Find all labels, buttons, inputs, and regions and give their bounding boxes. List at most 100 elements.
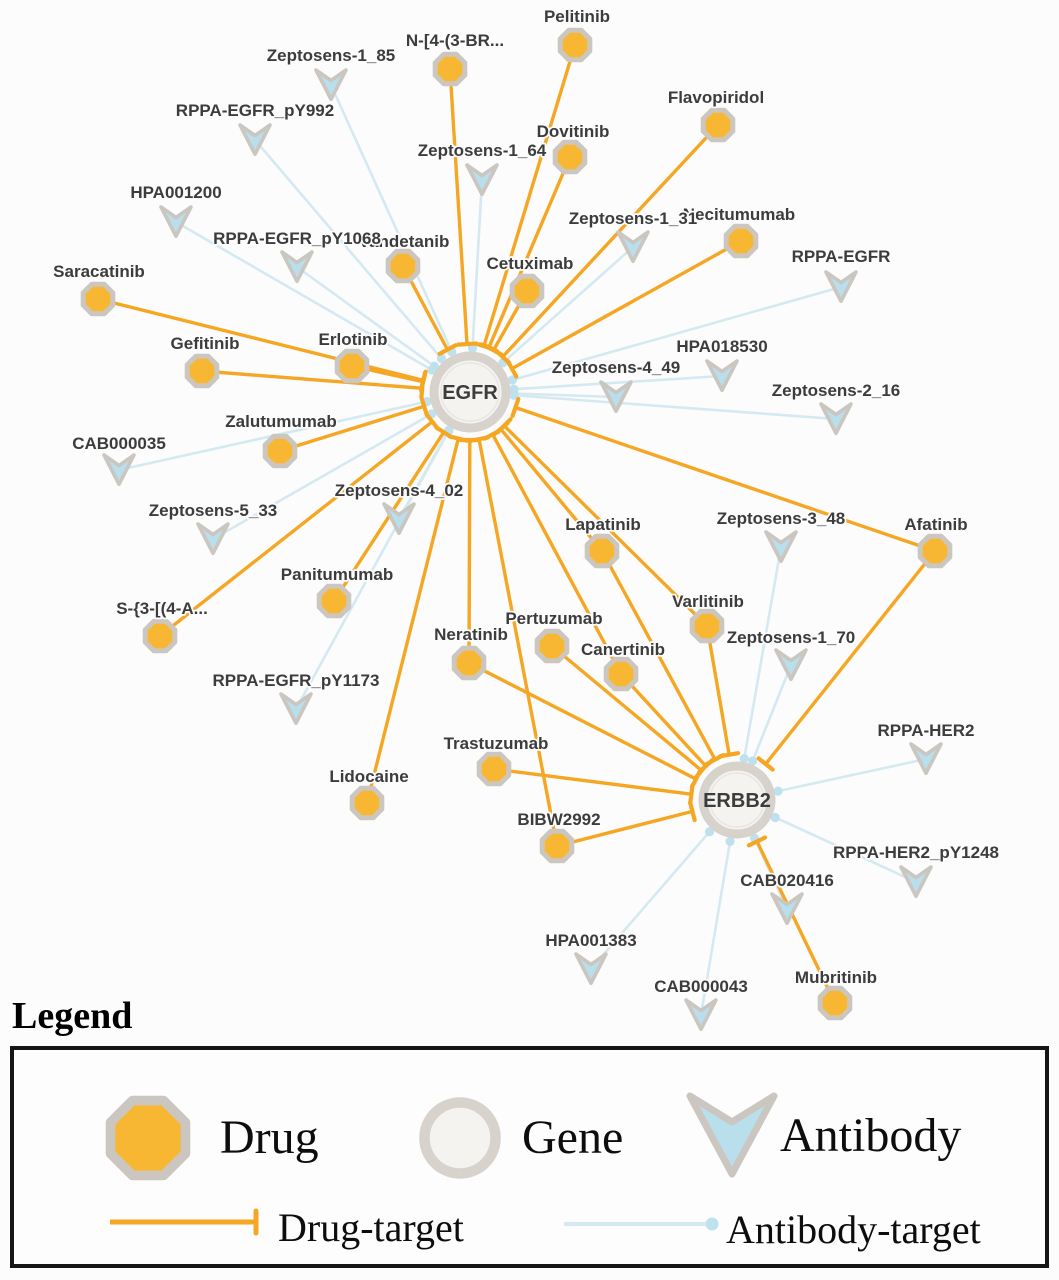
antibody-node-zeptosens-1-64[interactable] — [465, 163, 499, 197]
antibody-node-cab000043[interactable] — [684, 998, 718, 1032]
antibody-node-zeptosens-1-31[interactable] — [616, 230, 650, 264]
drug-target-edge-icon — [110, 1208, 259, 1236]
edge-tee-bar — [688, 800, 697, 823]
edge-antibody-rppa-egfr-egfr — [511, 285, 842, 382]
legend-label-antibody: Antibody — [780, 1109, 962, 1162]
antibody-chevron-icon — [238, 123, 272, 157]
node-label-cab000043: CAB000043 — [654, 977, 748, 996]
antibody-chevron-icon — [909, 742, 943, 776]
antibody-node-zeptosens-4-49[interactable] — [599, 380, 633, 414]
edge-endpoint-dot — [770, 812, 780, 823]
antibody-chevron-icon — [280, 250, 314, 284]
antibody-node-zeptosens-5-33[interactable] — [196, 522, 230, 556]
antibody-node-cab000035[interactable] — [102, 453, 136, 487]
gene-node-egfr[interactable] — [429, 351, 511, 433]
node-label-cab020416: CAB020416 — [740, 871, 834, 890]
edge-antibody-hpa001383-erbb2 — [590, 830, 711, 970]
node-label-rppa-her2: RPPA-HER2 — [878, 721, 975, 740]
edge-antibody-zeptosens-1-70-erbb2 — [751, 664, 793, 762]
node-label-zeptosens-5-33: Zeptosens-5_33 — [149, 501, 278, 520]
node-label-cab000035: CAB000035 — [72, 434, 166, 453]
drug-node-bibw2992[interactable] — [539, 828, 575, 864]
edge-antibody-cab000043-erbb2 — [699, 841, 732, 1016]
antibody-node-zeptosens-1-85[interactable] — [314, 68, 348, 102]
edge-drug-necitumumab-egfr — [511, 239, 742, 371]
drug-icon — [105, 1095, 191, 1181]
node-label-canertinib: Canertinib — [581, 640, 665, 659]
antibody-node-zeptosens-2-16[interactable] — [819, 402, 853, 436]
gene-circle-icon — [429, 351, 511, 433]
edge-antibody-rppa-her2-erbb2 — [777, 757, 927, 793]
antibody-node-rppa-egfr-py1068[interactable] — [280, 250, 314, 284]
legend-label-drug: Drug — [220, 1111, 319, 1164]
drug-node-erlotinib[interactable] — [334, 348, 370, 384]
node-label-flavopiridol: Flavopiridol — [668, 88, 764, 107]
antibody-node-rppa-egfr-py1173[interactable] — [279, 692, 313, 726]
drug-node-trastuzumab[interactable] — [476, 751, 512, 787]
drug-node-n-4-3-br[interactable] — [432, 51, 468, 87]
edge-drug-afatinib-egfr — [514, 405, 936, 553]
edge-antibody-zeptosens-4-49-egfr — [513, 392, 617, 399]
edge-antibody-zeptosens-3-48-erbb2 — [742, 546, 783, 759]
gene-node-erbb2[interactable] — [698, 761, 776, 839]
node-label-mubritinib: Mubritinib — [795, 968, 877, 987]
edge-antibody-zeptosens-2-16-egfr — [513, 393, 837, 421]
edge-tee-bar — [419, 395, 429, 417]
legend-label-drug-target: Drug-target — [278, 1205, 464, 1250]
drug-node-canertinib[interactable] — [603, 656, 639, 692]
node-label-panitumumab: Panitumumab — [281, 565, 393, 584]
edge-drug-lapatinib-egfr — [499, 427, 604, 553]
antibody-node-hpa001383[interactable] — [574, 952, 608, 986]
edge-endpoint-dot — [436, 353, 447, 364]
antibody-node-rppa-egfr-py992[interactable] — [238, 123, 272, 157]
drug-node-panitumumab[interactable] — [316, 583, 352, 619]
drug-node-neratinib[interactable] — [451, 645, 487, 681]
drug-node-varlitinib[interactable] — [689, 608, 725, 644]
antibody-chevron-icon — [574, 952, 608, 986]
node-label-zeptosens-4-02: Zeptosens-4_02 — [335, 481, 464, 500]
antibody-node-cab020416[interactable] — [770, 892, 804, 926]
drug-node-lapatinib[interactable] — [584, 533, 620, 569]
drug-node-s-3-4-a[interactable] — [142, 618, 178, 654]
drug-node-pelitinib[interactable] — [557, 27, 593, 63]
edge-tee-bar — [756, 756, 775, 772]
drug-node-zalutumumab[interactable] — [262, 433, 298, 469]
drug-node-mubritinib[interactable] — [817, 985, 853, 1021]
edge-drug-canertinib-egfr — [491, 433, 623, 675]
antibody-node-zeptosens-1-70[interactable] — [774, 648, 808, 682]
drug-node-necitumumab[interactable] — [723, 223, 759, 259]
edge-drug-gefitinib-egfr — [201, 369, 423, 390]
drug-node-afatinib[interactable] — [917, 533, 953, 569]
drug-node-pertuzumab[interactable] — [534, 628, 570, 664]
edge-antibody-rppa-egfr-py1068-egfr — [296, 265, 436, 368]
node-label-dovitinib: Dovitinib — [537, 122, 610, 141]
drug-node-lidocaine[interactable] — [349, 785, 385, 821]
node-label-necitumumab: Necitumumab — [683, 205, 795, 224]
antibody-node-zeptosens-4-02[interactable] — [382, 502, 416, 536]
drug-node-dovitinib[interactable] — [552, 139, 588, 175]
node-label-erlotinib: Erlotinib — [319, 330, 388, 349]
drug-node-vandetanib[interactable] — [385, 248, 421, 284]
edge-antibody-hpa018530-egfr — [513, 374, 723, 391]
edge-antibody-zeptosens-1-85-egfr — [329, 84, 454, 353]
antibody-node-rppa-her2[interactable] — [909, 742, 943, 776]
edge-drug-n-4-3-br-egfr — [448, 68, 469, 345]
drug-node-saracatinib[interactable] — [80, 281, 116, 317]
gene-circle-icon — [698, 761, 776, 839]
node-label-gefitinib: Gefitinib — [171, 334, 240, 353]
edge-endpoint-dot — [704, 827, 715, 837]
edge-antibody-zeptosens-1-31-egfr — [502, 246, 634, 364]
drug-node-cetuximab[interactable] — [509, 273, 545, 309]
antibody-chevron-icon — [770, 892, 804, 926]
node-label-zeptosens-2-16: Zeptosens-2_16 — [772, 381, 901, 400]
antibody-node-hpa001200[interactable] — [159, 205, 193, 239]
legend-title: Legend — [12, 995, 133, 1037]
drug-node-gefitinib[interactable] — [184, 353, 220, 389]
drug-node-flavopiridol[interactable] — [700, 107, 736, 143]
antibody-node-rppa-her2-py1248[interactable] — [899, 865, 933, 899]
edge-drug-dovitinib-egfr — [487, 156, 572, 349]
antibody-node-rppa-egfr[interactable] — [824, 270, 858, 304]
node-label-zeptosens-3-48: Zeptosens-3_48 — [717, 509, 846, 528]
antibody-node-hpa018530[interactable] — [705, 359, 739, 393]
antibody-node-zeptosens-3-48[interactable] — [764, 530, 798, 564]
